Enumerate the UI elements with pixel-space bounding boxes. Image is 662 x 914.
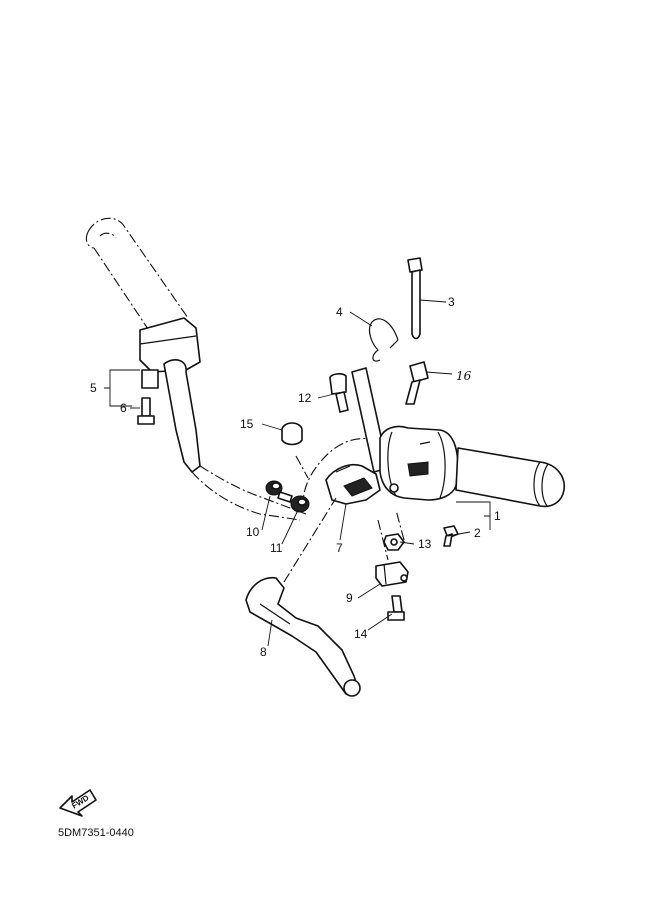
- callout-4: 4: [336, 305, 343, 319]
- callout-14: 14: [354, 627, 368, 641]
- front-brake-lever: [245, 576, 361, 697]
- callout-3: 3: [448, 295, 455, 309]
- screw-6: [137, 397, 155, 425]
- right-handlebar-grip: [455, 447, 565, 508]
- callout-5: 5: [90, 381, 97, 395]
- bolt-12: [329, 373, 349, 413]
- callout-13: 13: [418, 537, 432, 551]
- callout-15: 15: [240, 417, 254, 431]
- left-clutch-lever: [163, 359, 307, 521]
- screw-14: [387, 595, 405, 621]
- callout-labels: 1 2 3 4 5 6 7 8 9 10 11 12 13 14 15 16: [90, 295, 501, 659]
- left-handlebar-grip: [85, 217, 189, 333]
- leader-lines: [104, 299, 491, 647]
- nut-11: [290, 495, 310, 513]
- callout-9: 9: [346, 591, 353, 605]
- diagram-code: 5DM7351-0440: [58, 827, 134, 839]
- screw-2: [443, 525, 459, 547]
- callout-10: 10: [246, 525, 260, 539]
- nut-10: [265, 480, 293, 503]
- callout-16: 16: [456, 369, 472, 383]
- cable-tie-3: [407, 257, 423, 340]
- front-brake-switch: [375, 561, 409, 587]
- right-handlebar-switch: [379, 425, 459, 501]
- clip-4: [368, 318, 399, 362]
- callout-7: 7: [336, 541, 343, 555]
- bolt-16: [405, 361, 429, 405]
- callout-6: 6: [120, 401, 127, 415]
- cable-phantom-line-2: [295, 455, 309, 479]
- master-cylinder-holder: [325, 464, 381, 505]
- callout-12: 12: [298, 391, 312, 405]
- left-lever-holder: [139, 317, 201, 389]
- callout-8: 8: [260, 645, 267, 659]
- callout-11: 11: [270, 541, 283, 555]
- callout-1: 1: [494, 509, 501, 523]
- cap-15: [281, 422, 303, 446]
- callout-2: 2: [474, 526, 481, 540]
- fwd-arrow-icon: FWD: [59, 789, 97, 817]
